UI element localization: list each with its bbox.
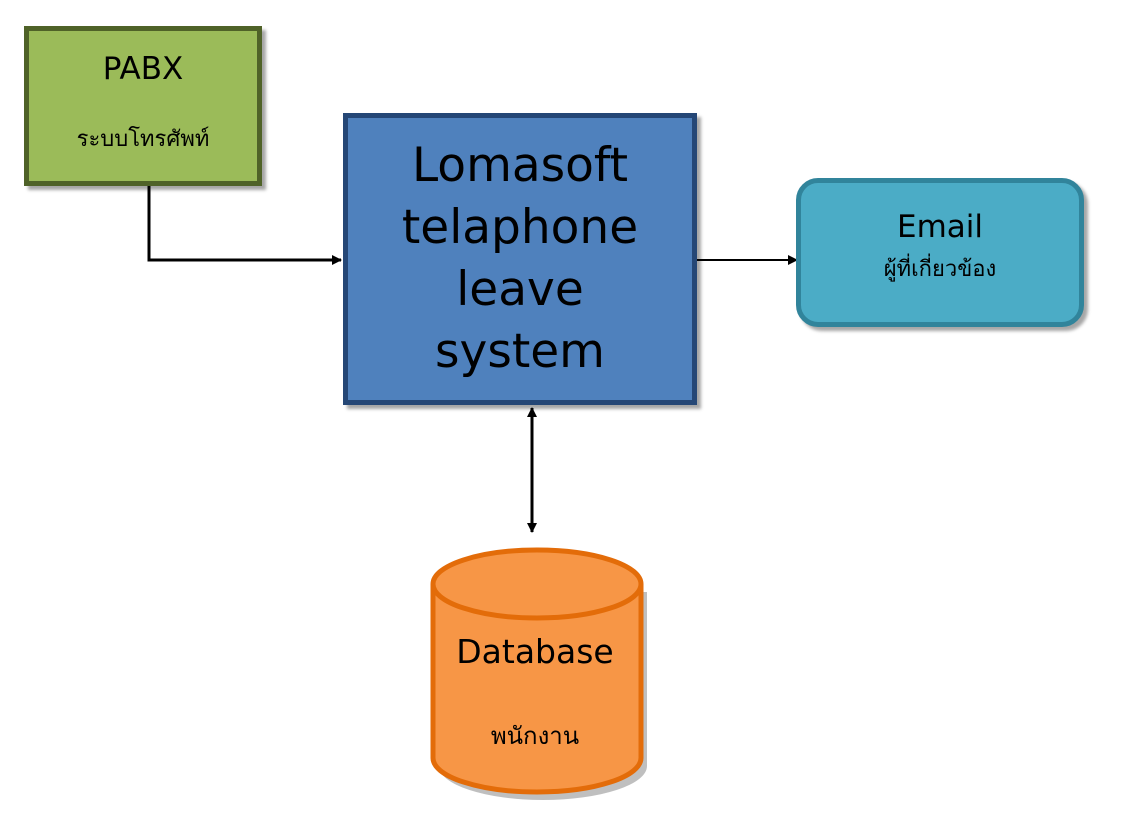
pabx-title: PABX xyxy=(102,51,184,87)
database-cylinder-body xyxy=(430,584,644,795)
email-node: Email ผู้ที่เกี่ยวข้อง xyxy=(796,178,1084,327)
system-node: Lomasoft telaphone leave system xyxy=(343,113,697,405)
database-cylinder-top xyxy=(430,547,644,621)
system-title: Lomasoft telaphone leave system xyxy=(401,138,639,379)
email-subtitle: ผู้ที่เกี่ยวข้อง xyxy=(883,257,997,282)
pabx-to-system-connector xyxy=(147,182,342,265)
email-title: Email xyxy=(896,209,983,245)
database-cylinder xyxy=(430,547,647,800)
database-subtitle: พนักงาน xyxy=(490,722,580,750)
database-title: Database xyxy=(456,632,614,671)
pabx-subtitle: ระบบโทรศัพท์ xyxy=(76,127,210,152)
pabx-node: PABX ระบบโทรศัพท์ xyxy=(24,26,262,186)
